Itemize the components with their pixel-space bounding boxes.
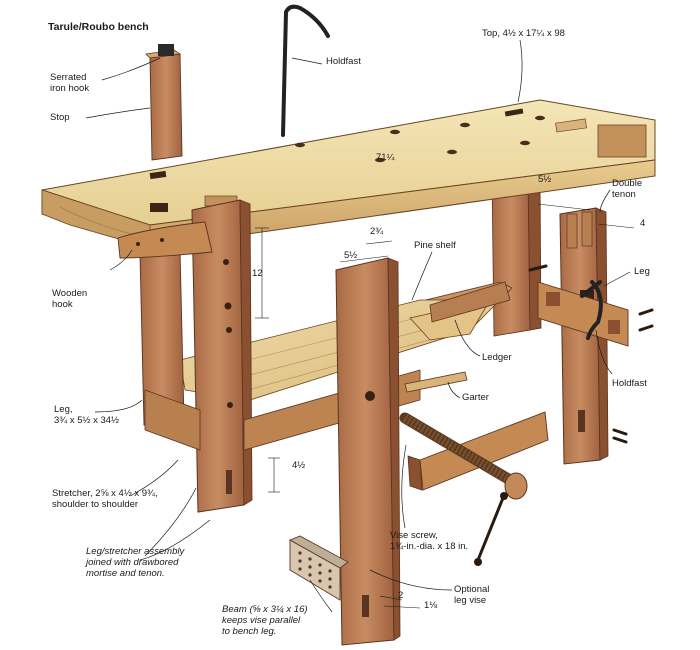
- dim-4: 4: [640, 218, 646, 229]
- garter: [404, 371, 468, 393]
- leader-lines: [85, 39, 631, 613]
- dim-5-half-right: 5½: [538, 174, 552, 185]
- label-line: Leg,: [54, 404, 73, 415]
- label-serrated-hook: Serrated iron hook: [50, 72, 89, 94]
- front-middle-leg: [335, 257, 401, 646]
- label-leg-stretcher-assembly: Leg/stretcher assembly joined with drawb…: [86, 546, 184, 579]
- label-line: Beam (⅝ x 3¼ x 16): [222, 604, 308, 615]
- exploded-leg: [559, 207, 609, 465]
- label-line: joined with drawbored: [86, 557, 179, 568]
- label-leg-dims: Leg, 3¾ x 5½ x 34½: [54, 404, 119, 426]
- dim-1-1-8: 1⅛: [424, 600, 438, 611]
- label-pine-shelf: Pine shelf: [414, 240, 456, 251]
- holdfast-top-icon: [281, 4, 330, 137]
- exploded-stretcher: [537, 281, 629, 347]
- label-leg: Leg: [634, 266, 650, 277]
- label-optional-leg-vise: Optional leg vise: [454, 584, 489, 606]
- label-top: Top, 4½ x 17¼ x 98: [482, 28, 565, 39]
- label-line: Leg/stretcher assembly: [86, 546, 185, 557]
- stop-block: [145, 44, 183, 161]
- label-ledger: Ledger: [482, 352, 512, 363]
- vise-chop: [407, 411, 549, 491]
- label-holdfast-top: Holdfast: [326, 56, 361, 67]
- pegs: [528, 264, 654, 444]
- diagram-title: Tarule/Roubo bench: [48, 21, 149, 33]
- label-line: Stretcher, 2⅝ x 4½ x 9¾,: [52, 488, 158, 499]
- label-line: tenon: [612, 189, 636, 200]
- label-double-tenon: Double tenon: [612, 178, 642, 200]
- label-line: Wooden: [52, 288, 88, 299]
- label-vise-screw: Vise screw, 1¾-in.-dia. x 18 in.: [390, 530, 468, 552]
- label-line: Double: [612, 178, 643, 189]
- label-line: mortise and tenon.: [86, 568, 165, 579]
- label-line: Optional: [454, 584, 490, 595]
- dim-5-half-mid: 5½: [344, 250, 358, 261]
- dim-2: 2: [398, 590, 404, 601]
- label-garter: Garter: [462, 392, 489, 403]
- vise-screw-icon: [399, 412, 528, 566]
- ledger: [429, 281, 511, 323]
- dimension-lines: [255, 203, 635, 609]
- dim-4-half: 4½: [292, 460, 306, 471]
- label-line: 1¾-in.-dia. x 18 in.: [390, 541, 469, 552]
- beam-plate: [289, 535, 349, 601]
- label-line: leg vise: [454, 595, 487, 606]
- label-line: 3¾ x 5½ x 34½: [54, 415, 119, 426]
- label-line: to bench leg.: [222, 626, 277, 637]
- label-line: keeps vise parallel: [222, 615, 301, 626]
- label-holdfast-right: Holdfast: [612, 378, 647, 389]
- label-stop: Stop: [50, 112, 70, 123]
- label-line: hook: [52, 299, 73, 310]
- holdfast-right-icon: [580, 280, 603, 340]
- label-stretcher: Stretcher, 2⅝ x 4½ x 9¾, shoulder to sho…: [52, 488, 158, 510]
- label-line: Vise screw,: [390, 530, 438, 541]
- dim-12: 12: [252, 268, 263, 279]
- label-beam: Beam (⅝ x 3¼ x 16) keeps vise parallel t…: [222, 604, 308, 637]
- label-line: shoulder to shoulder: [52, 499, 139, 510]
- wooden-hook: [117, 221, 213, 259]
- label-line: iron hook: [50, 83, 90, 94]
- dim-2-3q: 2¾: [370, 226, 384, 237]
- label-line: Serrated: [50, 72, 87, 83]
- label-wooden-hook: Wooden hook: [52, 288, 87, 310]
- dim-top-length: 71¼: [376, 152, 395, 163]
